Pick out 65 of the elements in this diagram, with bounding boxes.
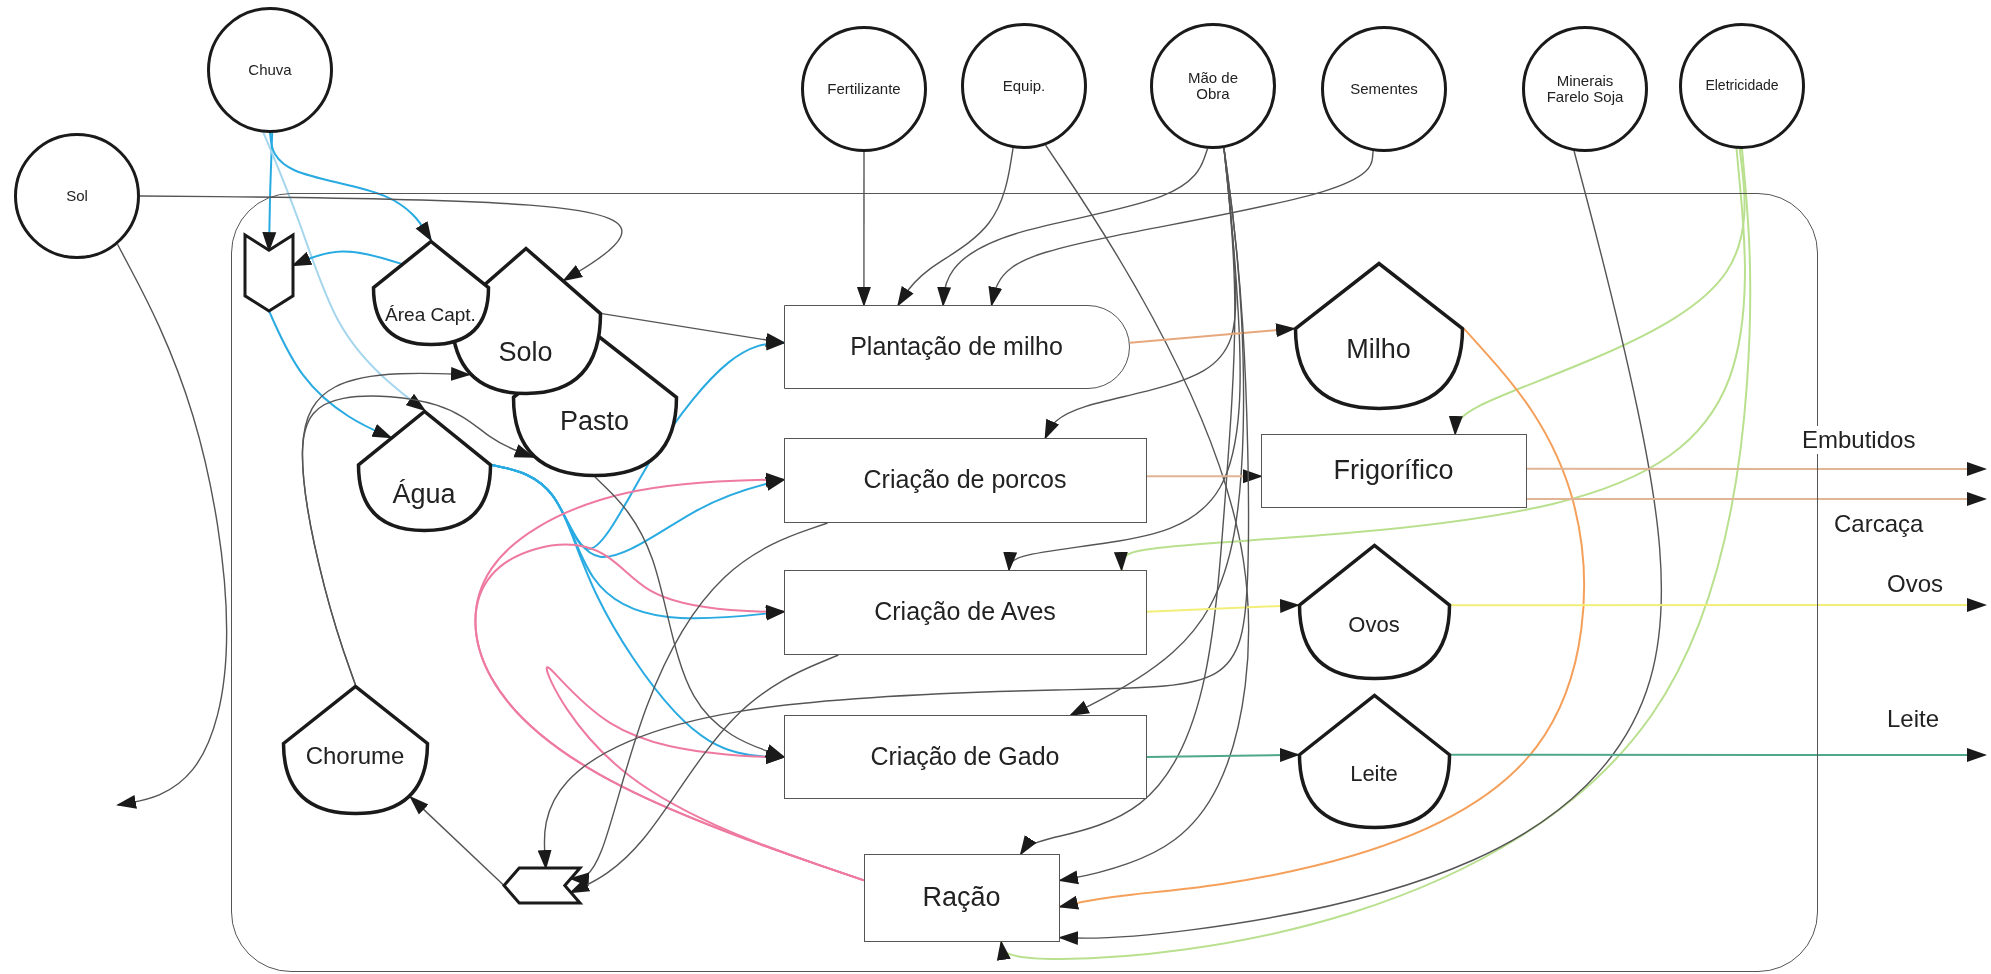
node-label: Fertilizante	[827, 80, 901, 98]
node-label: Criação de Aves	[874, 598, 1056, 626]
flow-arrow	[1526, 462, 1987, 476]
flow-arrow	[601, 312, 786, 347]
node-label: Plantação de milho	[850, 332, 1063, 361]
flow-arrow	[594, 476, 786, 758]
flow-arrow	[897, 147, 1014, 307]
storage-tank	[1293, 261, 1464, 410]
flow-arrow	[139, 195, 623, 282]
storage-tank	[1297, 693, 1451, 829]
flow-arrow	[1146, 748, 1300, 762]
node-label: Equip.	[1002, 77, 1046, 95]
flow-arrow	[1146, 469, 1263, 484]
flow-arrow	[269, 132, 433, 242]
flow-arrow	[545, 666, 865, 882]
node-label: Sementes	[1350, 80, 1418, 98]
node-label: Milho	[1346, 335, 1411, 366]
flow-arrow	[856, 151, 871, 307]
flow-arrow	[262, 131, 427, 412]
flow-arrow	[569, 654, 840, 894]
storage-tank	[1297, 543, 1451, 680]
flow-arrow	[116, 243, 228, 809]
node-label: Minerais Farelo Soja	[1545, 72, 1625, 106]
flow-arrow	[937, 148, 1209, 307]
node-label: Pasto	[559, 406, 629, 437]
interaction-symbol	[244, 234, 293, 311]
node-label: Chuva	[248, 61, 292, 79]
process-box	[1260, 433, 1527, 508]
producer-box	[783, 304, 1130, 389]
node-label: Mão de Obra	[1186, 69, 1239, 103]
node-label: Sol	[66, 187, 88, 205]
process-box	[783, 437, 1147, 523]
flow-arrow	[1044, 144, 1250, 885]
node-label: Área Capt.	[385, 305, 476, 327]
flow-arrow	[996, 148, 1752, 961]
process-box	[783, 569, 1147, 655]
node-label: Ovos	[1348, 613, 1400, 638]
storage-tank	[356, 409, 492, 532]
process-box	[863, 853, 1060, 942]
storage-tank	[371, 239, 490, 346]
storage-tank	[281, 684, 429, 815]
flow-arrow	[1113, 147, 1746, 572]
node-label: Criação de porcos	[863, 466, 1067, 494]
flow-arrow	[1450, 748, 1987, 762]
flow-arrow	[1058, 327, 1585, 910]
node-label: Água	[392, 480, 456, 510]
flow-arrow	[1129, 323, 1296, 344]
node-label: Chorume	[305, 742, 405, 770]
node-label: Ração	[922, 882, 1001, 913]
flow-arrow	[1146, 598, 1300, 613]
flow-arrow	[1058, 150, 1663, 946]
node-label: Leite	[1350, 762, 1398, 787]
edge-label: Embutidos	[1800, 426, 1918, 454]
flow-arrow	[1019, 147, 1236, 856]
flow-arrow	[1526, 492, 1987, 506]
process-box	[783, 714, 1147, 799]
node-label: Criação de Gado	[870, 742, 1060, 771]
flow-arrow	[268, 310, 393, 439]
flow-arrow	[409, 795, 505, 887]
flow-arrow	[988, 150, 1374, 307]
flow-arrow	[1448, 147, 1746, 436]
flow-arrow	[1450, 598, 1987, 612]
node-label: Solo	[498, 338, 553, 368]
node-label: Frigorífico	[1333, 455, 1454, 486]
node-label: Eletricidade	[1705, 78, 1779, 94]
